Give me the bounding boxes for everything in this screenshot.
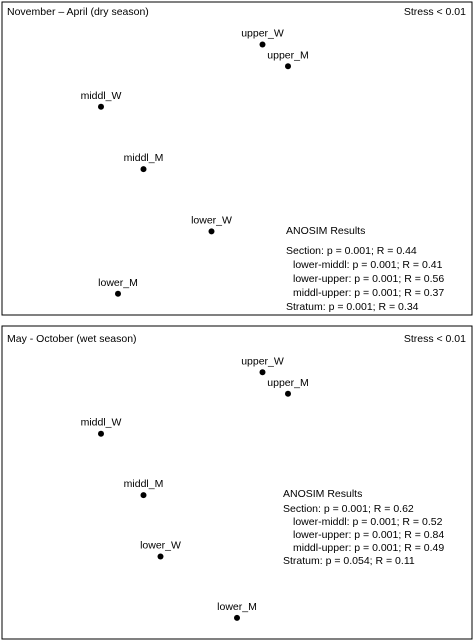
point-label: upper_M [267, 49, 308, 61]
anosim-line: middl-upper: p = 0.001; R = 0.49 [293, 542, 444, 554]
point-label: middl_M [124, 478, 164, 490]
point-lower-w [157, 553, 164, 560]
point-label: middl_W [81, 417, 122, 429]
stress-label: Stress < 0.01 [404, 333, 466, 345]
panel-title: May - October (wet season) [7, 333, 137, 345]
anosim-line: lower-upper: p = 0.001; R = 0.84 [293, 529, 444, 541]
point-label: middl_M [124, 152, 164, 164]
points-group: upper_W upper_M middl_W middl_M lower_Wlower… [81, 28, 309, 297]
anosim-results: ANOSIM Results Section: p = 0.001; R = 0… [283, 488, 444, 567]
point-label: lower_M [217, 601, 257, 613]
point-label: upper_W [241, 355, 284, 367]
points-group: upper_W upper_M middl_W middl_M lower_Wlower… [81, 355, 309, 621]
anosim-line: lower-middl: p = 0.001; R = 0.41 [293, 259, 443, 271]
point-middl-w [98, 103, 104, 110]
point-label: upper_W [241, 28, 284, 40]
point-middl-w [98, 430, 104, 437]
anosim-results: ANOSIM Results Section: p = 0.001; R = 0… [286, 225, 444, 313]
anosim-line: Section: p = 0.001; R = 0.62 [283, 503, 414, 515]
anosim-line: Section: p = 0.001; R = 0.44 [286, 245, 417, 257]
point-lower-w [208, 228, 215, 235]
point-upper-m [285, 390, 291, 397]
point-middl-m [140, 492, 147, 499]
point-lower-m [115, 290, 121, 297]
panel-frame [1, 325, 473, 640]
point-upper-w [259, 41, 266, 48]
point-upper-m [285, 63, 291, 70]
point-upper-w [259, 369, 266, 376]
point-label: lower_W [191, 214, 232, 226]
anosim-heading: ANOSIM Results [286, 225, 365, 237]
stress-label: Stress < 0.01 [404, 6, 466, 18]
anosim-line: Stratum: p = 0.001; R = 0.34 [286, 301, 419, 313]
point-middl-m [140, 166, 147, 173]
panel-wet-season: May - October (wet season) Stress < 0.01… [1, 325, 473, 640]
panel-dry-season: November – April (dry season) Stress < 0… [1, 1, 473, 316]
panel-title: November – April (dry season) [7, 6, 149, 18]
point-label: lower_M [98, 277, 138, 289]
point-lower-m [234, 614, 240, 621]
anosim-heading: ANOSIM Results [283, 488, 362, 500]
anosim-line: lower-upper: p = 0.001; R = 0.56 [293, 273, 444, 285]
point-label: lower_W [140, 540, 181, 552]
anosim-line: Stratum: p = 0.054; R = 0.11 [283, 555, 415, 567]
anosim-line: lower-middl: p = 0.001; R = 0.52 [293, 516, 443, 528]
panel-frame [1, 1, 473, 316]
point-label: middl_W [81, 90, 122, 102]
point-label: upper_M [267, 377, 308, 389]
anosim-line: middl-upper: p = 0.001; R = 0.37 [293, 287, 444, 299]
